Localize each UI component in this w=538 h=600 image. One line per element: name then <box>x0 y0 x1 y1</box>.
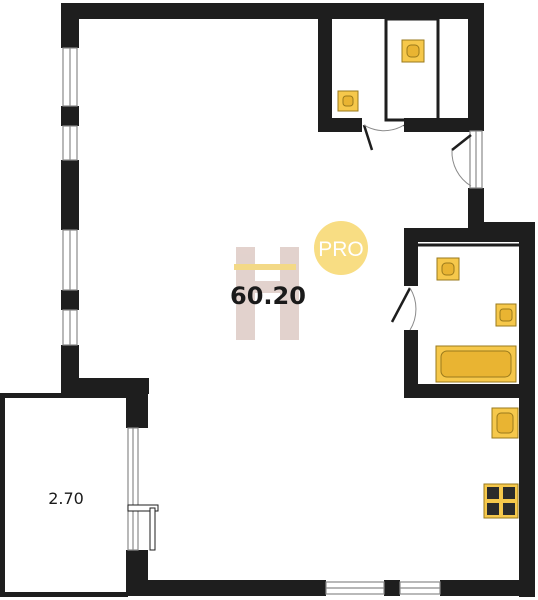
toilet-icon <box>436 257 460 281</box>
door-balcony <box>127 504 159 551</box>
window-left-1 <box>62 47 78 107</box>
wall-bottom-1 <box>126 580 326 596</box>
wall-left-3 <box>61 160 79 230</box>
wall-bath-bottom <box>404 384 521 398</box>
window-bottom-2 <box>399 581 441 595</box>
window-left-2 <box>62 125 78 161</box>
walls <box>61 3 535 597</box>
toilet-icon <box>401 39 425 63</box>
sink-icon <box>491 407 519 439</box>
main-area-label: 60.20 <box>230 282 306 310</box>
wall-left-1 <box>61 3 79 48</box>
door-right <box>451 134 472 187</box>
wall-wc-left <box>318 16 332 132</box>
wall-left-2 <box>61 106 79 126</box>
balcony-wall-top <box>0 393 128 398</box>
wall-right-lower <box>519 222 535 597</box>
wall-left-4 <box>61 290 79 310</box>
wall-right-upper <box>468 3 484 131</box>
wall-bath-top <box>404 228 521 242</box>
fixtures <box>337 39 519 519</box>
wall-bottom-2 <box>384 580 400 596</box>
door-bath <box>390 287 417 331</box>
wall-bath-left-a <box>404 228 418 286</box>
balcony-area-label: 2.70 <box>48 489 84 508</box>
window-balcony <box>127 427 139 551</box>
wall-bottom-3 <box>440 580 535 596</box>
wall-bath-left-b <box>404 330 418 398</box>
stove-icon <box>483 483 519 519</box>
pro-badge-icon: PRO <box>314 221 368 275</box>
pro-badge-text: PRO <box>318 238 364 261</box>
sink-icon <box>337 90 359 112</box>
wall-wc-bottom-a <box>318 118 362 132</box>
sink-icon <box>495 303 517 327</box>
balcony <box>0 393 128 597</box>
balcony-wall-left <box>0 393 5 597</box>
logo-icon <box>234 247 299 340</box>
windows <box>62 47 483 595</box>
partition-wc-inner <box>384 17 440 122</box>
door-wc <box>362 124 409 151</box>
wall-right-mid <box>468 188 484 228</box>
doors <box>127 124 472 551</box>
window-left-4 <box>62 309 78 346</box>
window-left-3 <box>62 229 78 291</box>
window-bottom-1 <box>325 581 385 595</box>
door-swing-icon <box>390 287 412 323</box>
partitions <box>384 17 520 247</box>
bathtub-icon <box>435 345 517 383</box>
wall-top <box>61 3 482 19</box>
door-swing-icon <box>362 124 374 151</box>
wall-balcony-right-1 <box>126 378 148 428</box>
window-right <box>469 130 483 189</box>
door-swing-icon <box>451 134 472 151</box>
balcony-wall-bottom <box>0 592 128 597</box>
door-swing-icon <box>127 504 159 512</box>
